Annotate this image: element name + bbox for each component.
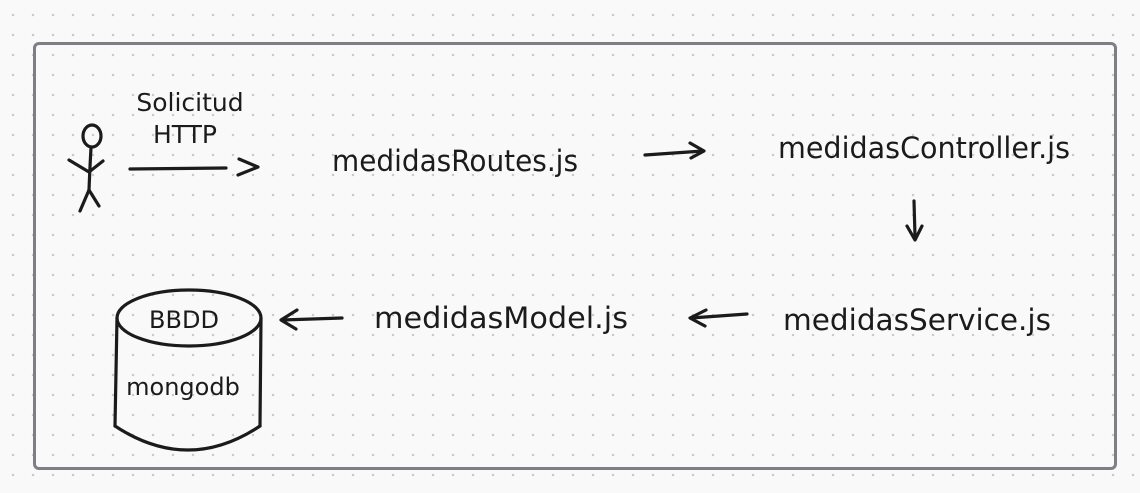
- database-name: mongodb: [126, 373, 240, 401]
- node-service: medidasService.js: [783, 303, 1051, 337]
- arrow-left-icon: [688, 308, 749, 328]
- arrow-left-icon: [279, 308, 344, 331]
- arrow-down-icon: [905, 199, 924, 242]
- database-label: BBDD: [149, 306, 219, 334]
- http-request-label-line1: Solicitud: [136, 88, 243, 117]
- arrow-right-icon: [643, 141, 706, 160]
- diagram-frame: [33, 42, 1117, 470]
- actor-icon: [67, 123, 105, 213]
- database-icon: [113, 288, 263, 452]
- node-routes: medidasRoutes.js: [332, 144, 578, 178]
- http-request-label-line2: HTTP: [153, 120, 217, 149]
- node-controller: medidasController.js: [778, 131, 1070, 165]
- arrow-right-icon: [128, 157, 260, 177]
- node-model: medidasModel.js: [374, 301, 628, 335]
